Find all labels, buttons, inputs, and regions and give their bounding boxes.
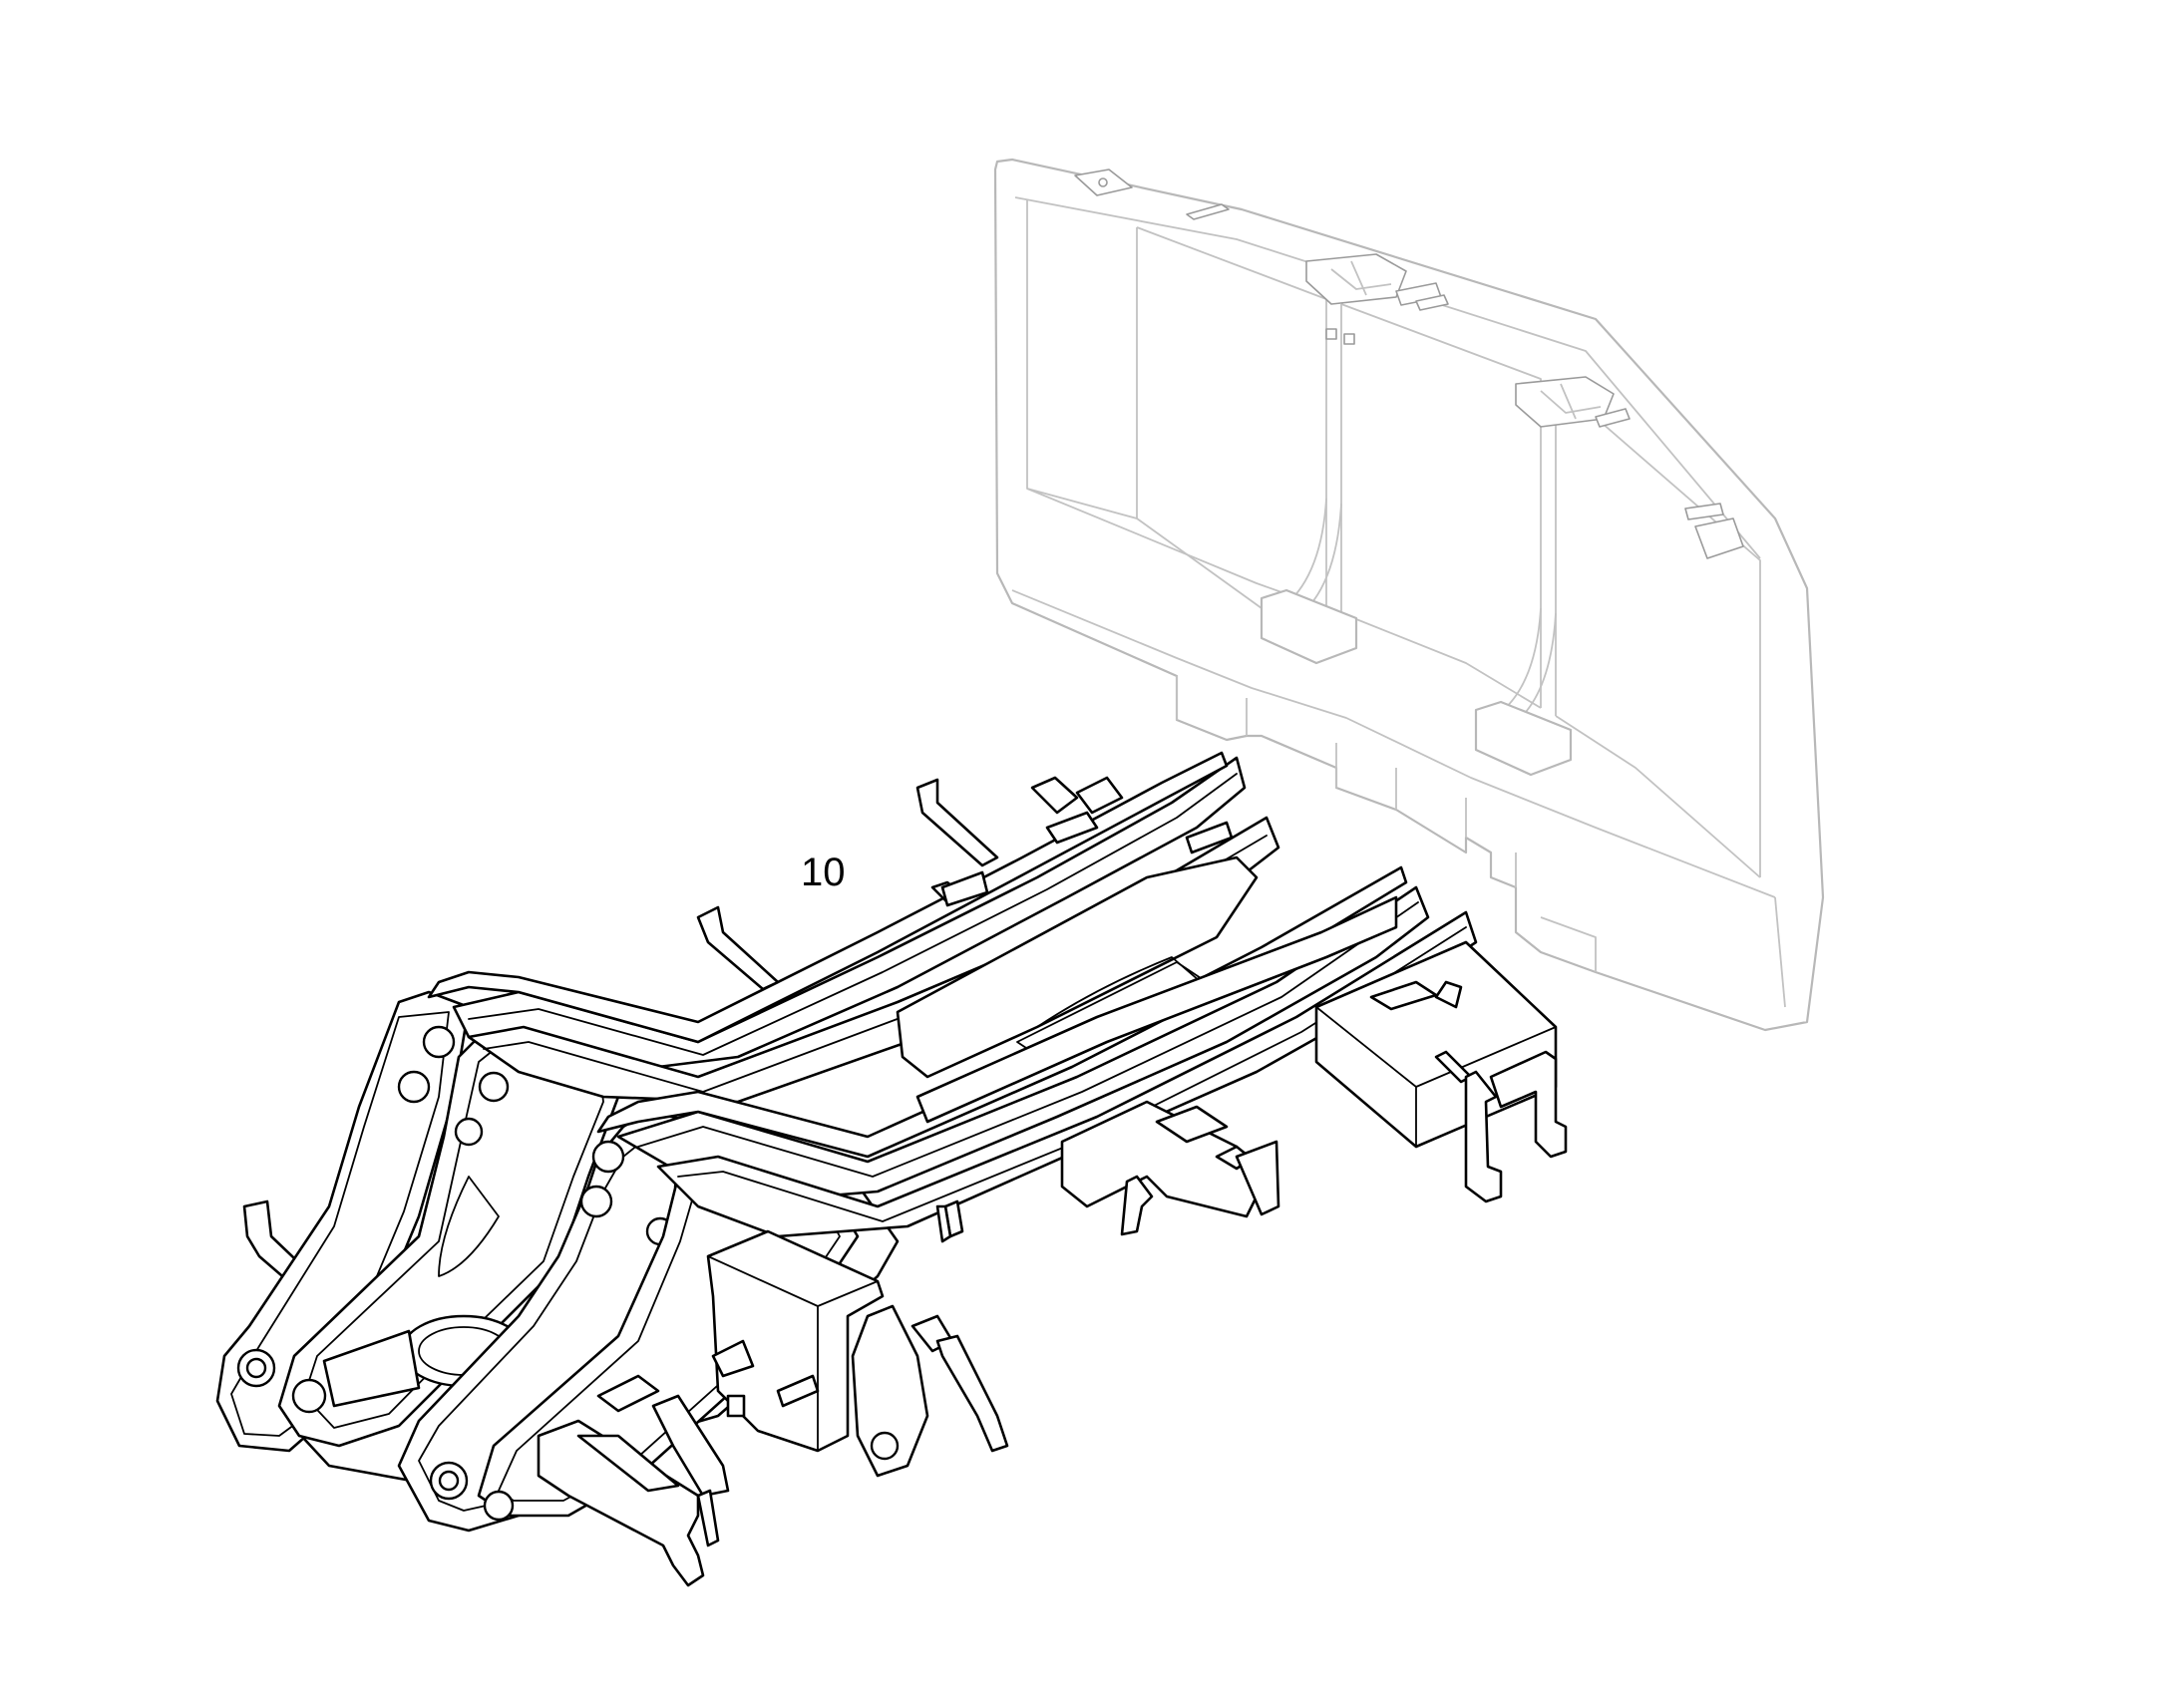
counterweight-ghost	[993, 158, 1825, 1032]
callout-item-10: 10	[801, 851, 846, 894]
rear-frame-part	[215, 751, 1568, 1587]
